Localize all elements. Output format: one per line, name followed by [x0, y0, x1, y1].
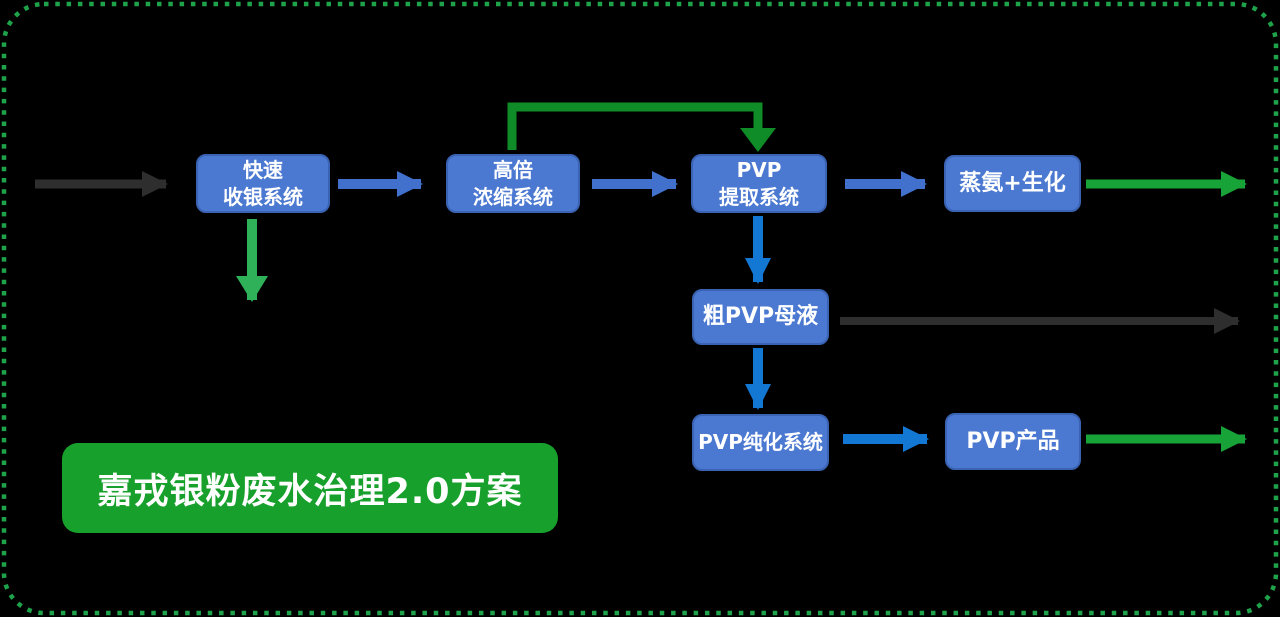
node-label: 提取系统: [719, 184, 799, 209]
node-high-concentration: 高倍 浓缩系统: [446, 154, 580, 213]
node-label: 高倍: [493, 158, 533, 183]
recycle-loop-arrowhead-icon: [740, 128, 776, 152]
node-ammonia-biochemical: 蒸氨+生化: [944, 155, 1081, 212]
node-label: PVP产品: [966, 428, 1060, 454]
node-label: PVP: [736, 158, 782, 183]
node-crude-pvp-liquor: 粗PVP母液: [692, 289, 829, 345]
node-label: PVP纯化系统: [698, 430, 823, 455]
node-label: 粗PVP母液: [702, 304, 819, 330]
node-label: 蒸氨+生化: [959, 170, 1066, 196]
node-label: 浓缩系统: [473, 184, 553, 209]
node-fast-silver-recovery: 快速 收银系统: [196, 154, 330, 213]
node-pvp-extraction: PVP 提取系统: [691, 154, 827, 213]
node-label: 快速: [243, 158, 283, 183]
node-pvp-purification: PVP纯化系统: [692, 414, 829, 471]
node-label: 收银系统: [223, 184, 303, 209]
recycle-loop-line: [507, 102, 763, 150]
diagram-title: 嘉戎银粉废水治理2.0方案: [62, 443, 558, 533]
diagram-title-text: 嘉戎银粉废水治理2.0方案: [97, 471, 523, 512]
node-pvp-product: PVP产品: [945, 413, 1081, 470]
